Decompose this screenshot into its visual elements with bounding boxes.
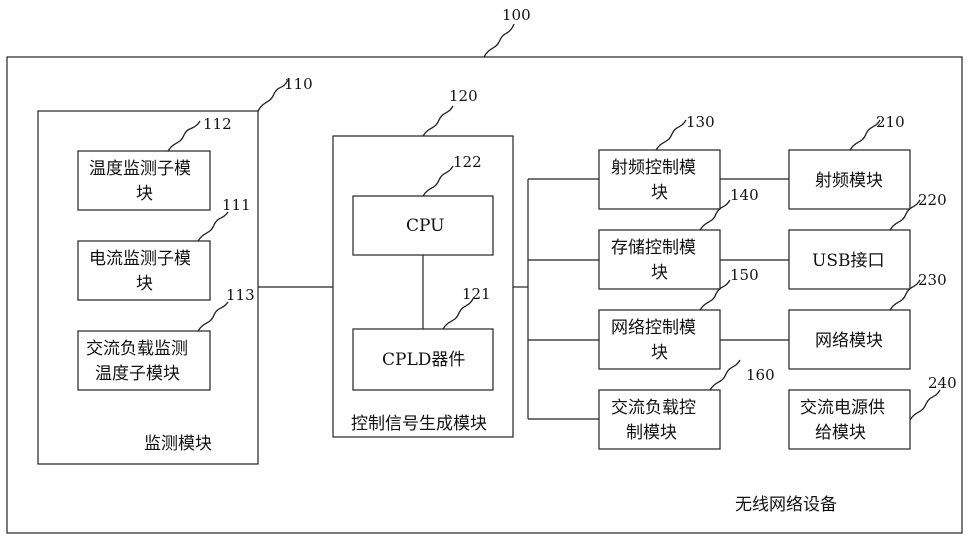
ref-150: 150	[730, 266, 759, 284]
ref-122: 122	[453, 153, 482, 171]
ref-100: 100	[502, 6, 531, 24]
rf-ctrl-label-2: 块	[651, 183, 668, 203]
ref-210: 210	[876, 113, 905, 131]
temp-monitor-label-2: 块	[136, 184, 153, 204]
ac-ctrl-label-1: 交流负载控	[611, 398, 696, 418]
ac-power-label-1: 交流电源供	[800, 398, 885, 418]
device-label: 无线网络设备	[735, 495, 837, 515]
rf-module-label: 射频模块	[815, 171, 883, 191]
ref-113: 113	[226, 286, 255, 304]
ref-111: 111	[222, 196, 251, 214]
ref-112: 112	[203, 115, 232, 133]
ac-temp-monitor-label-2: 温度子模块	[95, 364, 180, 384]
net-ctrl-label-2: 块	[651, 343, 668, 363]
net-module-label: 网络模块	[815, 331, 883, 351]
cpld-label: CPLD器件	[382, 350, 465, 370]
ref-160: 160	[746, 366, 775, 384]
net-ctrl-label-1: 网络控制模	[611, 318, 696, 338]
ac-power-label-2: 给模块	[815, 423, 866, 443]
control-module-label: 控制信号生成模块	[351, 414, 487, 434]
ref-110: 110	[284, 75, 313, 93]
current-monitor-label-2: 块	[136, 274, 153, 294]
temp-monitor-label-1: 温度监测子模	[89, 159, 191, 179]
ac-ctrl-label-2: 制模块	[626, 423, 677, 443]
ref-140: 140	[730, 186, 759, 204]
usb-label: USB接口	[812, 251, 884, 271]
rf-ctrl-label-1: 射频控制模	[611, 158, 696, 178]
current-monitor-label-1: 电流监测子模	[89, 249, 191, 269]
cpu-label: CPU	[406, 216, 444, 236]
ref-130: 130	[686, 113, 715, 131]
ref-230: 230	[918, 271, 947, 289]
storage-ctrl-label-2: 块	[651, 263, 668, 283]
ref-240: 240	[928, 374, 957, 392]
monitor-module-label: 监测模块	[144, 434, 212, 454]
ref-leader-100	[484, 24, 514, 57]
ref-121: 121	[462, 285, 491, 303]
ac-temp-monitor-label-1: 交流负载监测	[86, 339, 188, 359]
storage-ctrl-label-1: 存储控制模	[611, 238, 696, 258]
ref-120: 120	[449, 87, 478, 105]
ref-220: 220	[918, 191, 947, 209]
